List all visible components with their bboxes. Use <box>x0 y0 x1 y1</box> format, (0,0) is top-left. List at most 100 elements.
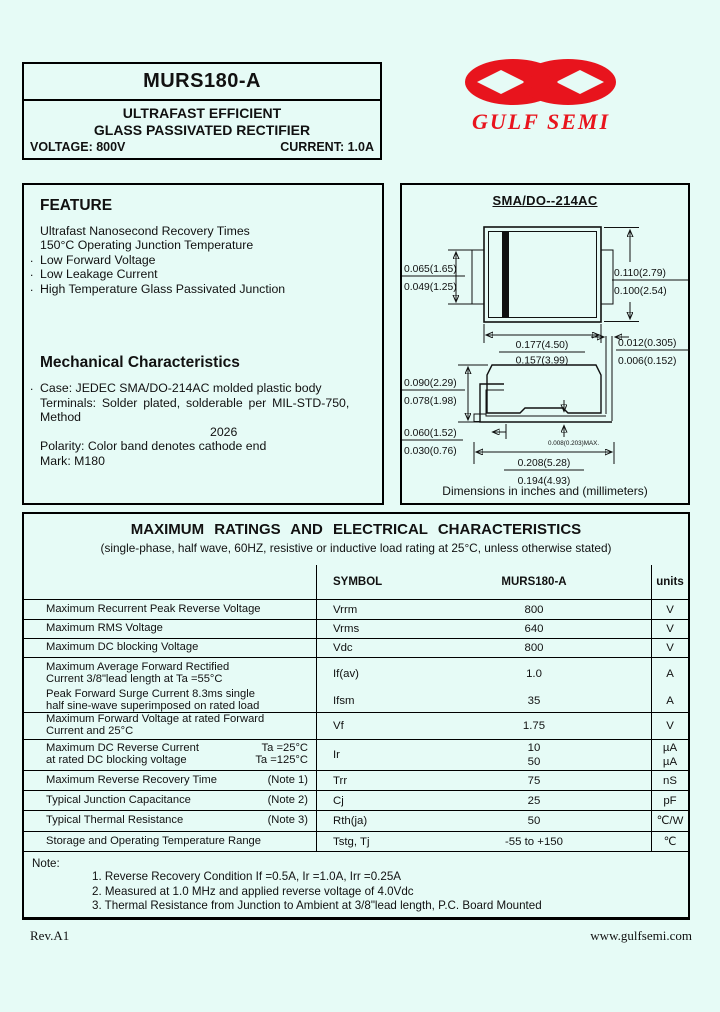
value: 35 <box>527 695 541 707</box>
package-drawing: 0.065(1.65) 0.049(1.25) 0.110(2.79) 0.10… <box>402 226 690 487</box>
symbol: Ifsm <box>333 695 355 707</box>
units: µA <box>662 756 678 768</box>
param-label: Maximum Reverse Recovery Time <box>46 773 217 786</box>
device-title-line2: GLASS PASSIVATED RECTIFIER <box>93 122 311 138</box>
ratings-title: MAXIMUM RATINGS AND ELECTRICAL CHARACTER… <box>130 521 582 538</box>
current-rating: CURRENT: 1.0A <box>280 140 374 154</box>
symbol: Rth(ja) <box>333 815 368 827</box>
device-title-line1: ULTRAFAST EFFICIENT <box>122 105 282 121</box>
symbol: Vf <box>333 720 344 732</box>
units: ℃ <box>663 835 677 848</box>
condition-label: Ta =125°C <box>255 754 308 766</box>
value: 75 <box>527 774 541 787</box>
part-number: MURS180-A <box>24 64 380 101</box>
value: 25 <box>527 794 541 807</box>
symbol: Vrrm <box>333 603 358 616</box>
symbol: Trr <box>333 774 348 787</box>
value: 50 <box>527 815 541 827</box>
param-label: Typical Junction Capacitance <box>46 793 191 806</box>
dim-foot-in: 0.060(1.52) <box>404 428 457 439</box>
dim-overall-in: 0.208(5.28) <box>518 458 571 469</box>
ratings-box: MAXIMUM RATINGS AND ELECTRICAL CHARACTER… <box>22 512 690 920</box>
units: V <box>666 642 674 654</box>
dim-foot-mm: 0.030(0.76) <box>404 446 457 457</box>
units: V <box>666 623 674 635</box>
param-label: Maximum DC Reverse Current <box>46 742 199 755</box>
notes-section: Note: 1. Reverse Recovery Condition If =… <box>24 854 688 914</box>
dim-overall-mm: 0.194(4.93) <box>518 476 571 487</box>
symbol-header: SYMBOL <box>333 576 383 588</box>
param-label: Maximum Recurrent Peak Reverse Voltage <box>46 602 261 615</box>
param-label: Maximum RMS Voltage <box>46 622 163 635</box>
symbol: If(av) <box>333 668 359 680</box>
note-ref: (Note 1) <box>267 773 308 786</box>
dim-tab-height-mm: 0.049(1.25) <box>404 282 457 293</box>
param-header-cell <box>24 565 317 599</box>
feature-item: Low Leakage Current <box>30 265 372 281</box>
note-item: 3. Thermal Resistance from Junction to A… <box>92 899 542 913</box>
device-header: MURS180-A <box>501 576 567 588</box>
value: -55 to +150 <box>505 835 563 848</box>
note-ref: (Note 2) <box>267 793 308 806</box>
table-row: Maximum Average Forward Rectified Curren… <box>24 658 688 690</box>
feature-box: FEATURE Ultrafast Nanosecond Recovery Ti… <box>22 183 384 505</box>
units: V <box>666 720 674 732</box>
table-row: Maximum Recurrent Peak Reverse Voltage V… <box>24 600 688 620</box>
value: 1.0 <box>526 668 542 680</box>
mechanical-line: Mark: M180 <box>40 454 105 468</box>
package-outline-box: SMA/DO--214AC 0.065(1.65) 0.049(1.25) <box>400 183 690 505</box>
feature-title: FEATURE <box>40 197 113 214</box>
table-row: Typical Thermal Resistance(Note 3) Rth(j… <box>24 811 688 832</box>
feature-item: Low Forward Voltage <box>30 251 372 267</box>
dim-profile-height-mm: 0.078(1.98) <box>404 396 457 407</box>
param-label: Maximum DC blocking Voltage <box>46 641 199 654</box>
table-row: Maximum DC blocking Voltage Vdc 800 V <box>24 639 688 658</box>
note-ref: (Note 3) <box>267 814 308 827</box>
company-logo: GULF SEMI <box>462 58 620 142</box>
cathode-band <box>502 231 509 318</box>
symbol: Ir <box>333 749 340 761</box>
dim-lead-thickness-in: 0.012(0.305) <box>618 338 676 349</box>
dim-body-height-mm: 0.100(2.54) <box>614 286 667 297</box>
feature-item: 150°C Operating Junction Temperature <box>40 238 254 253</box>
ratings-table: SYMBOL MURS180-A units Maximum Recurrent… <box>24 565 688 852</box>
param-label: Current and 25°C <box>46 725 134 737</box>
voltage-rating: VOLTAGE: 800V <box>30 140 126 154</box>
units: A <box>666 668 674 680</box>
package-name: SMA/DO--214AC <box>492 193 598 208</box>
param-label: Maximum Average Forward Rectified <box>46 661 230 674</box>
dim-body-width-mm: 0.157(3.99) <box>516 356 569 367</box>
mechanical-list: Case: JEDEC SMA/DO-214AC molded plastic … <box>30 379 372 469</box>
gulfsemi-logo-icon <box>465 59 616 105</box>
param-label: half sine-wave superimposed on rated loa… <box>46 700 260 712</box>
dim-lead-thickness-mm: 0.006(0.152) <box>618 356 676 367</box>
value: 1.75 <box>522 720 546 732</box>
dim-body-width-in: 0.177(4.50) <box>516 340 569 351</box>
feature-item: High Temperature Glass Passivated Juncti… <box>30 280 372 296</box>
voltage-current-row: VOLTAGE: 800V CURRENT: 1.0A <box>24 139 380 154</box>
condition-label: Ta =25°C <box>261 742 308 755</box>
mechanical-line: 2026 <box>210 424 238 439</box>
units: µA <box>662 742 678 754</box>
param-label: Storage and Operating Temperature Range <box>46 834 261 847</box>
param-label: Current 3/8"lead length at Ta =55°C <box>46 673 223 685</box>
table-row: Storage and Operating Temperature Range … <box>24 832 688 852</box>
mechanical-line: Polarity: Color band denotes cathode end <box>40 439 267 454</box>
table-header-row: SYMBOL MURS180-A units <box>24 565 688 600</box>
title-block: MURS180-A ULTRAFAST EFFICIENT GLASS PASS… <box>22 62 382 160</box>
table-row: Maximum Reverse Recovery Time (Note 1) Tr… <box>24 771 688 791</box>
symbol: Vdc <box>333 642 353 654</box>
logo-wordmark: GULF SEMI <box>471 109 611 134</box>
value: 800 <box>524 603 544 616</box>
units: ℃/W <box>656 815 684 827</box>
symbol: Tstg, Tj <box>333 835 370 848</box>
units: pF <box>663 794 677 807</box>
value: 800 <box>524 642 544 654</box>
dim-standoff: 0.008(0.203)MAX. <box>548 440 599 447</box>
value: 640 <box>524 623 544 635</box>
dim-tab-height-in: 0.065(1.65) <box>404 264 457 275</box>
